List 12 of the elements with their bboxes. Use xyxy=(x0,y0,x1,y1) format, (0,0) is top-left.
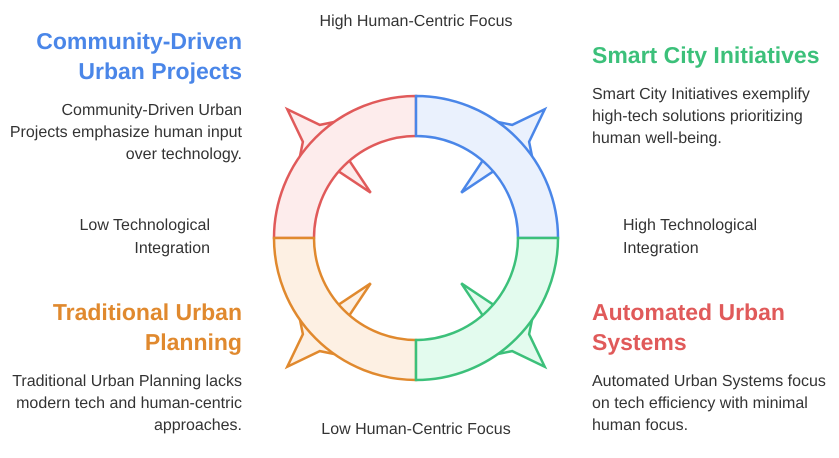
quadrant-description: Automated Urban Systems focus on tech efficiency with minimal human focus. xyxy=(592,372,827,436)
quadrant-heading: Community-Driven Urban Projects xyxy=(35,27,242,86)
quadrant-heading: Automated Urban Systems xyxy=(592,298,786,357)
axis-label: Low Human-Centric Focus xyxy=(320,420,512,440)
axis-label: High Technological Integration xyxy=(623,216,758,259)
quadrant-description: Traditional Urban Planning lacks modern tech and human-centric approaches. xyxy=(11,372,242,436)
axis-label: Low Technological Integration xyxy=(78,216,210,259)
quadrant-description: Community-Driven Urban Projects emphasize human input over technology. xyxy=(8,101,242,165)
axis-label: High Human-Centric Focus xyxy=(318,12,514,32)
quadrant-heading: Smart City Initiatives xyxy=(592,41,821,70)
quadrant-description: Smart City Initiatives exemplify high-tech solutions prioritizing human well-being. xyxy=(592,85,811,149)
quadrant-heading: Traditional Urban Planning xyxy=(52,298,242,357)
